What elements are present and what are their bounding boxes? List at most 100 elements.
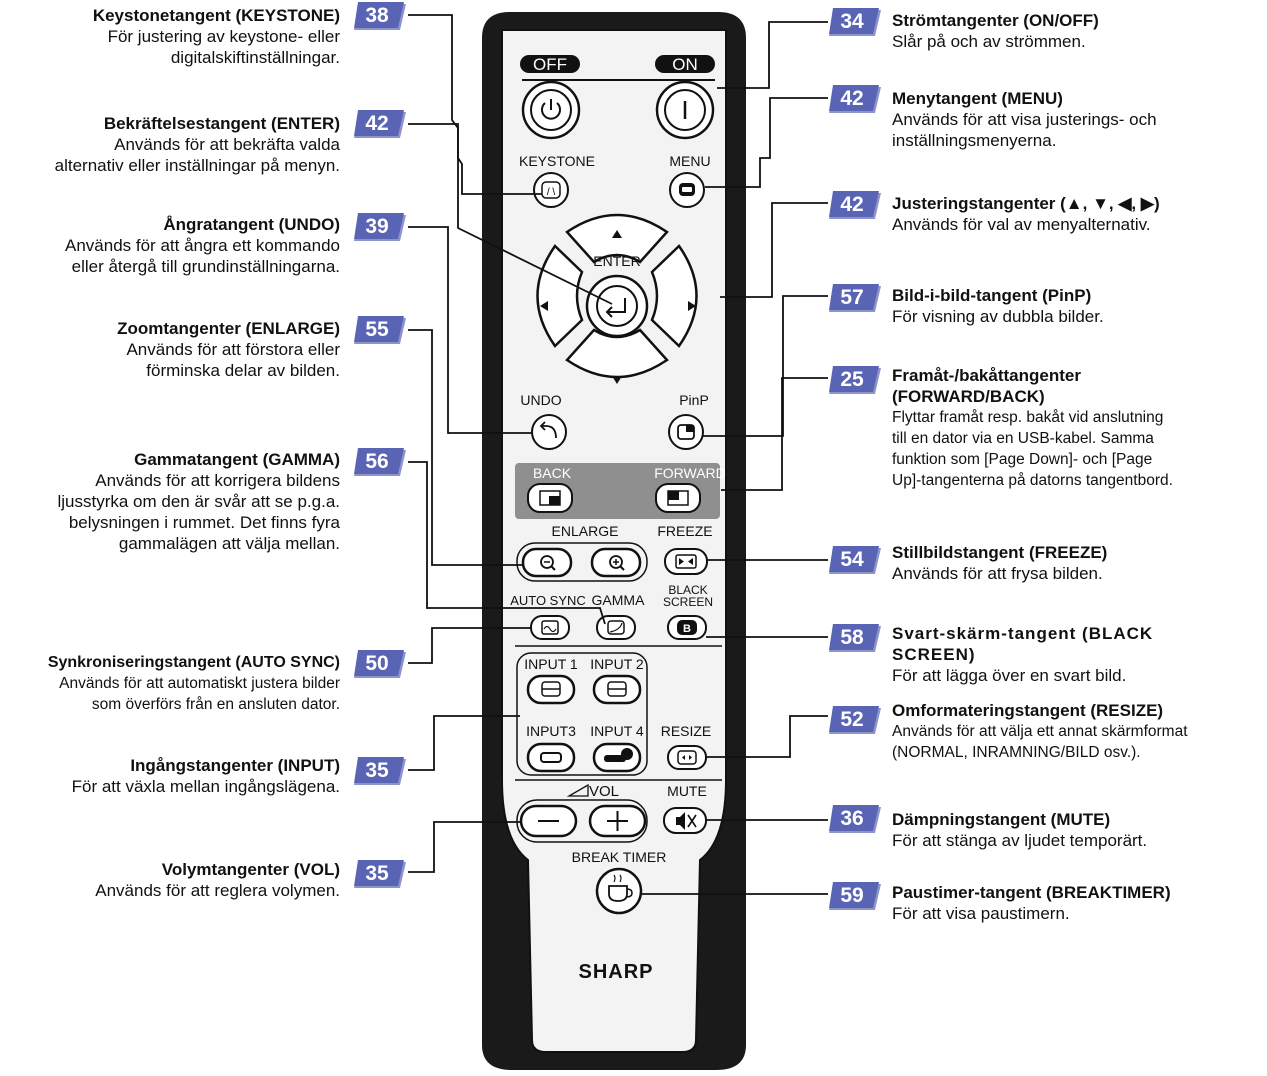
callout-title: Zoomtangenter (ENLARGE) (117, 319, 340, 338)
zoom-out-button[interactable] (521, 547, 573, 578)
forward-label: FORWARD (654, 465, 726, 481)
left-button[interactable] (536, 244, 584, 348)
auto-sync-label: AUTO SYNC (510, 593, 586, 608)
callout-desc: För att växla mellan ingångslägena. (71, 777, 340, 796)
callout-desc: Används för att visa justerings- och (892, 110, 1157, 129)
down-arrow-icon (612, 376, 622, 384)
freeze-button[interactable] (664, 548, 708, 575)
back-button[interactable] (527, 483, 573, 513)
callout-desc: digitalskiftinställningar. (170, 48, 340, 67)
cup-icon (608, 885, 628, 902)
undo-button[interactable] (531, 414, 567, 450)
resize-label: RESIZE (661, 723, 712, 739)
page-number: 35 (365, 862, 389, 885)
callout-desc: Används för att förstora eller (126, 340, 340, 359)
page-badge: 42 (829, 191, 881, 219)
input1-button[interactable] (526, 674, 576, 705)
forward-button[interactable] (655, 483, 701, 513)
vol-label: VOL (589, 783, 619, 800)
left-arrow-icon (540, 301, 548, 311)
callout-title: Menytangent (MENU) (892, 89, 1063, 108)
callout-desc: Används för att välja ett annat skärmfor… (892, 723, 1188, 740)
callout-desc: ljusstyrka om den är svår att se p.g.a. (57, 492, 340, 511)
enter-icon (605, 298, 626, 318)
callout-title: Gammatangent (GAMMA) (134, 450, 340, 469)
callout-desc: Används för att automatiskt justera bild… (59, 675, 340, 692)
callout-desc: Slår på och av strömmen. (892, 32, 1086, 51)
on-label-bg (655, 55, 715, 73)
off-button[interactable] (521, 80, 581, 140)
volume-down-button[interactable] (519, 804, 578, 838)
page-number: 25 (840, 368, 864, 391)
callout-desc: Används för att korrigera bildens (95, 471, 340, 490)
input4-label: INPUT 4 (590, 723, 644, 739)
gamma-button[interactable] (596, 615, 636, 640)
callout-desc: belysningen i rummet. Det finns fyra (68, 513, 340, 532)
page-badge: 57 (829, 284, 881, 312)
callout-title: Framåt-/bakåttangenter (FORWARD/BACK) (892, 366, 1081, 406)
callout-desc: alternativ eller inställningar på menyn. (54, 156, 340, 175)
page-number: 42 (840, 193, 864, 216)
page-number: 34 (840, 10, 864, 33)
input2-button[interactable] (592, 674, 642, 705)
menu-button[interactable] (669, 172, 705, 208)
right-button[interactable] (650, 244, 698, 348)
callout-desc: funktion som [Page Down]- och [Page (892, 451, 1153, 468)
auto-sync-button[interactable] (530, 615, 570, 640)
page-number: 36 (840, 807, 864, 830)
speaker-mute-icon (676, 812, 685, 830)
zoom-in-button[interactable] (590, 547, 642, 578)
leader-lines (408, 14, 828, 895)
page-number: 59 (840, 884, 864, 907)
callout-desc: Används för att bekräfta valda (114, 135, 340, 154)
page-badge: 52 (829, 706, 881, 734)
gamma-label: GAMMA (592, 592, 646, 608)
callout-title: Keystonetangent (KEYSTONE) (92, 6, 340, 25)
vol-ramp-icon (566, 783, 589, 797)
svg-text:B: B (683, 623, 691, 635)
callout-desc: Används för att ångra ett kommando (65, 236, 340, 255)
input1-label: INPUT 1 (524, 656, 578, 672)
down-button[interactable] (565, 328, 669, 379)
callout-desc: som överförs från en ansluten dator. (91, 696, 340, 713)
callout-title: Paustimer-tangent (BREAKTIMER) (892, 883, 1171, 902)
callout-title: Dämpningstangent (MUTE) (892, 810, 1111, 829)
page-number: 57 (840, 286, 864, 309)
callout-desc: För att lägga över en svart bild. (892, 666, 1127, 685)
arrow-pad: ENTER (536, 213, 698, 384)
page-badge: 55 (354, 316, 406, 344)
mute-button[interactable] (663, 807, 707, 834)
enlarge-label: ENLARGE (552, 523, 619, 539)
volume-up-button[interactable] (588, 804, 647, 838)
keystone-button[interactable]: / \ (533, 172, 569, 208)
page-badge: 58 (829, 624, 881, 652)
callout-title: Omformateringstangent (RESIZE) (892, 701, 1164, 720)
enter-button[interactable] (585, 274, 649, 338)
on-button[interactable] (655, 80, 715, 140)
page-badge: 39 (354, 213, 406, 241)
page-number: 56 (365, 450, 389, 473)
callout-desc: Används för att frysa bilden. (892, 564, 1103, 583)
break-timer-button[interactable] (595, 867, 643, 915)
page-badge: 50 (354, 650, 406, 678)
callout-desc: Används för att reglera volymen. (95, 881, 340, 900)
input2-label: INPUT 2 (590, 656, 644, 672)
callout-title: Ångratangent (UNDO) (163, 215, 340, 234)
page-number: 39 (365, 215, 389, 238)
resize-button[interactable] (667, 745, 707, 770)
up-button[interactable] (565, 213, 669, 264)
on-label: ON (672, 55, 698, 74)
callout-title: Volymtangenter (VOL) (161, 860, 340, 879)
black-screen-button[interactable]: B (667, 615, 707, 640)
callout-title: Synkroniseringstangent (AUTO SYNC) (47, 654, 340, 671)
page-number: 35 (365, 759, 389, 782)
off-label: OFF (533, 55, 567, 74)
break-timer-label: BREAK TIMER (572, 849, 667, 865)
callout-desc: Up]-tangenterna på datorns tangentbord. (892, 472, 1173, 489)
freeze-label: FREEZE (657, 523, 712, 539)
callout-desc: För visning av dubbla bilder. (892, 307, 1104, 326)
pinp-button[interactable] (668, 414, 704, 450)
input4-button[interactable] (592, 742, 642, 773)
callout-desc: inställningsmenyerna. (892, 131, 1057, 150)
input3-button[interactable] (526, 742, 576, 773)
